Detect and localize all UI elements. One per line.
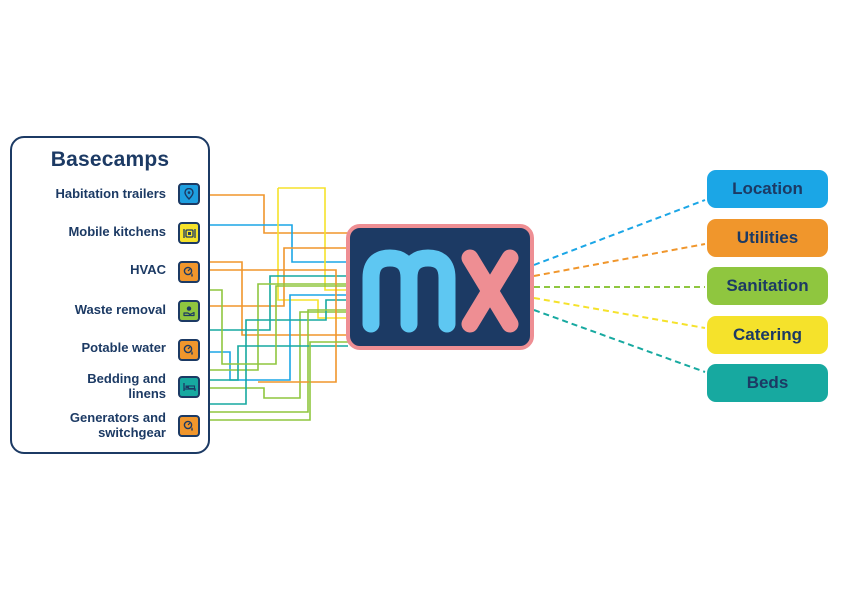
- mx-logo: [362, 249, 519, 333]
- connector-line: [210, 261, 348, 336]
- kitchen-icon: [178, 222, 200, 244]
- basecamp-item-label: Waste removal: [74, 302, 166, 317]
- basecamp-item-label: HVAC: [130, 262, 166, 277]
- basecamp-item-label: Potable water: [81, 340, 166, 355]
- logo-letter-m: [362, 249, 456, 333]
- connector-line: [210, 285, 348, 365]
- output-dashed-connector: [533, 309, 706, 373]
- output-dashed-connector: [533, 243, 706, 277]
- output-dashed-connector: [533, 297, 706, 329]
- bed-icon: [178, 376, 200, 398]
- output-location-label: Location: [707, 170, 828, 208]
- connector-line: [210, 345, 348, 381]
- connector-line: [210, 275, 348, 331]
- hand-recycle-icon: [178, 300, 200, 322]
- panel-title: Basecamps: [50, 148, 170, 171]
- meter-icon: [178, 415, 200, 437]
- meter-icon: [178, 339, 200, 361]
- connector-line: [210, 341, 348, 421]
- meter-icon: [178, 261, 200, 283]
- basecamp-item-label: Mobile kitchens: [68, 224, 166, 239]
- connector-line: [278, 187, 348, 291]
- location-pin-icon: [178, 183, 200, 205]
- logo-letter-x: [461, 249, 519, 333]
- output-catering-label: Catering: [707, 316, 828, 354]
- connector-line: [277, 188, 348, 319]
- basecamp-item-label: Bedding and linens: [87, 371, 166, 401]
- connector-line: [210, 247, 348, 307]
- connector-line: [210, 309, 348, 413]
- connector-line: [210, 224, 348, 263]
- basecamp-item-label: Generators and switchgear: [69, 410, 166, 440]
- connector-line: [210, 194, 348, 234]
- connector-line: [210, 269, 337, 383]
- output-beds-label: Beds: [707, 364, 828, 402]
- connector-line: [210, 299, 348, 405]
- connector-line: [210, 283, 348, 371]
- mx-logo-hub: [346, 224, 534, 350]
- basecamp-item-label: Habitation trailers: [55, 186, 166, 201]
- output-utilities-label: Utilities: [707, 219, 828, 257]
- output-dashed-connector: [533, 199, 706, 266]
- connector-line: [210, 294, 348, 381]
- output-sanitation-label: Sanitation: [707, 267, 828, 305]
